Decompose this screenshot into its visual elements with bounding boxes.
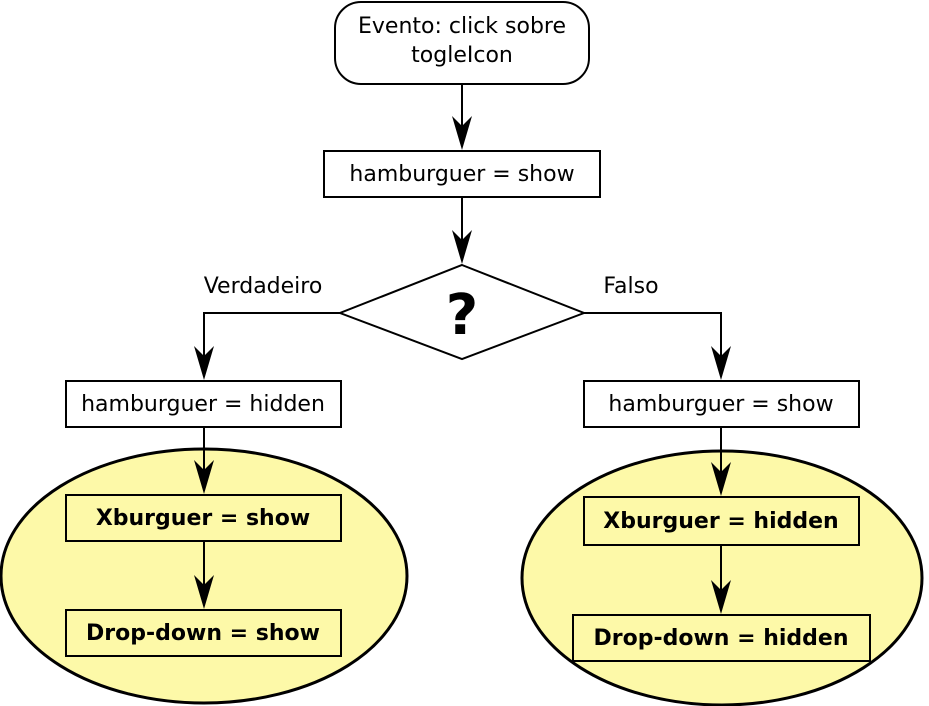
true-group-box-2 [65, 609, 342, 657]
arrowhead-icon [194, 460, 214, 494]
arrowhead-icon [711, 580, 731, 614]
false-branch-label: Falso [603, 274, 658, 299]
connector-decision-false [584, 312, 722, 362]
arrowhead-icon [452, 230, 472, 264]
false-group-label-1: Xburguer = hidden [603, 509, 838, 534]
true-step-label: hamburguer = hidden [81, 392, 325, 417]
arrowhead-icon [194, 575, 214, 609]
arrowhead-icon [452, 116, 472, 150]
decision-diamond [337, 263, 587, 361]
step-label: hamburguer = show [349, 162, 574, 187]
start-node: Evento: click sobre togleIcon [334, 1, 590, 85]
step-box [323, 150, 601, 198]
arrowhead-icon [711, 346, 731, 380]
decision-node: ? [337, 263, 587, 361]
arrowhead-icon [194, 346, 214, 380]
start-node-shape [334, 1, 590, 85]
false-step-label: hamburguer = show [608, 392, 833, 417]
true-branch-label: Verdadeiro [204, 274, 323, 299]
true-branch: hamburguer = hidden Xburguer = show Drop… [0, 380, 409, 705]
false-group-label-2: Drop-down = hidden [594, 626, 849, 651]
decision-label: ? [446, 283, 478, 348]
true-group-box-1 [65, 494, 342, 542]
false-branch: hamburguer = show Xburguer = hidden Drop… [520, 380, 924, 706]
false-group-box-2 [572, 614, 871, 662]
start-node-line2: togleIcon [411, 43, 513, 68]
true-group-label-2: Drop-down = show [86, 621, 320, 646]
false-step-box [583, 380, 860, 428]
step-hamburguer-show: hamburguer = show [323, 150, 601, 198]
false-group-box-1 [583, 496, 860, 546]
connector-decision-true [203, 312, 340, 362]
start-node-line1: Evento: click sobre [358, 14, 566, 39]
true-group-label-1: Xburguer = show [96, 506, 310, 531]
true-step-box [65, 380, 342, 428]
arrowhead-icon [711, 462, 731, 496]
